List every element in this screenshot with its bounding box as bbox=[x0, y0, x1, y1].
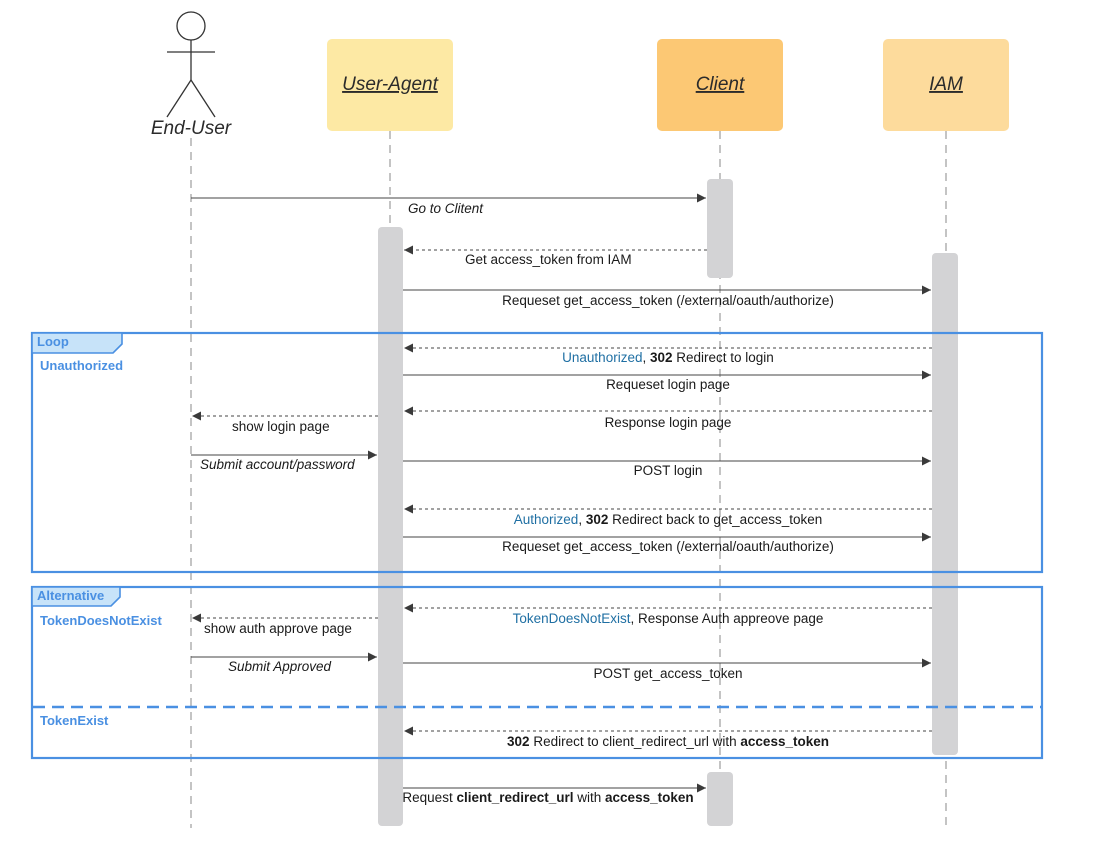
message-13: TokenDoesNotExist, Response Auth appreov… bbox=[404, 603, 932, 626]
message-1-label: Go to Clitent bbox=[408, 201, 484, 216]
loop-guard-label: Unauthorized bbox=[40, 358, 123, 373]
message-6-label: show login page bbox=[232, 419, 330, 434]
message-15: POST get_access_token bbox=[403, 658, 931, 681]
iam-label: IAM bbox=[929, 74, 963, 95]
message-14: Submit Approved bbox=[191, 652, 377, 674]
user-agent-activation bbox=[378, 227, 403, 826]
message-10-label: Authorized, 302 Redirect back to get_acc… bbox=[514, 512, 822, 527]
alternative-tag-label: Alternative bbox=[37, 588, 104, 603]
end-user-actor: End-User bbox=[151, 11, 232, 139]
message-16: 302 Redirect to client_redirect_url with… bbox=[404, 726, 932, 749]
message-14-label: Submit Approved bbox=[228, 659, 332, 674]
message-4-label: Unauthorized, 302 Redirect to login bbox=[562, 350, 774, 365]
message-17-label: Request client_redirect_url with access_… bbox=[402, 790, 693, 805]
client-participant: Client bbox=[657, 39, 783, 131]
iam-participant: IAM bbox=[883, 39, 1009, 131]
message-3: Requeset get_access_token (/external/oau… bbox=[403, 285, 931, 308]
message-4: Unauthorized, 302 Redirect to login bbox=[404, 343, 932, 365]
client-activation-2 bbox=[707, 772, 733, 826]
message-8: Submit account/password bbox=[191, 450, 377, 472]
alternative-guard2-label: TokenExist bbox=[40, 713, 109, 728]
user-agent-box bbox=[327, 39, 453, 131]
loop-fragment: Loop Unauthorized bbox=[30, 331, 1044, 574]
message-5: Requeset login page bbox=[403, 370, 931, 392]
message-5-label: Requeset login page bbox=[606, 377, 730, 392]
message-9: POST login bbox=[403, 456, 931, 478]
client-label: Client bbox=[696, 74, 745, 95]
message-8-label: Submit account/password bbox=[200, 457, 355, 472]
loop-tag-label: Loop bbox=[37, 334, 69, 349]
message-16-label: 302 Redirect to client_redirect_url with… bbox=[507, 734, 829, 749]
message-12-label: show auth approve page bbox=[204, 621, 352, 636]
message-7: Response login page bbox=[404, 406, 932, 430]
message-2: Get access_token from IAM bbox=[404, 245, 707, 267]
message-1: Go to Clitent bbox=[191, 193, 706, 216]
client-box bbox=[657, 39, 783, 131]
message-6: show login page bbox=[192, 411, 378, 434]
message-12: show auth approve page bbox=[192, 613, 378, 636]
message-15-label: POST get_access_token bbox=[593, 666, 742, 681]
alternative-fragment: Alternative TokenDoesNotExist TokenExist bbox=[30, 585, 1044, 760]
alternative-frame bbox=[30, 585, 1044, 760]
client-activation-1 bbox=[707, 179, 733, 278]
actor-head-icon bbox=[176, 11, 206, 41]
alternative-guard1-label: TokenDoesNotExist bbox=[40, 613, 163, 628]
message-7-label: Response login page bbox=[605, 415, 732, 430]
message-11: Requeset get_access_token (/external/oau… bbox=[403, 532, 931, 554]
message-11-label: Requeset get_access_token (/external/oau… bbox=[502, 539, 834, 554]
message-3-label: Requeset get_access_token (/external/oau… bbox=[502, 293, 834, 308]
alternative-tag-box bbox=[31, 586, 121, 607]
end-user-label: End-User bbox=[151, 118, 232, 139]
loop-tag-box bbox=[31, 332, 123, 354]
iam-activation bbox=[932, 253, 958, 755]
message-2-label: Get access_token from IAM bbox=[465, 252, 632, 267]
message-13-label: TokenDoesNotExist, Response Auth appreov… bbox=[513, 611, 824, 626]
user-agent-label: User-Agent bbox=[342, 74, 438, 95]
message-17: Request client_redirect_url with access_… bbox=[402, 783, 706, 805]
message-10: Authorized, 302 Redirect back to get_acc… bbox=[404, 504, 932, 527]
user-agent-participant: User-Agent bbox=[327, 39, 453, 131]
iam-box bbox=[883, 39, 1009, 131]
message-9-label: POST login bbox=[634, 463, 703, 478]
loop-frame bbox=[30, 331, 1044, 574]
